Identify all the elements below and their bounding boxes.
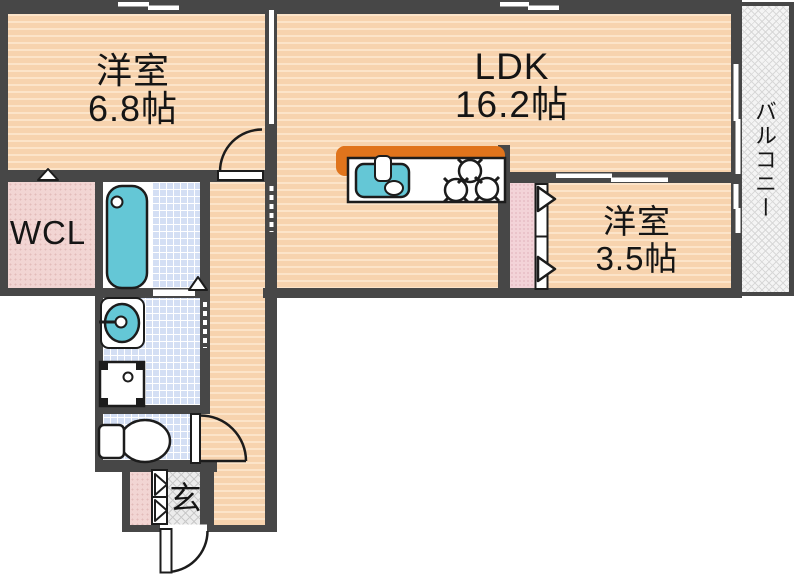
wall-toilet-south xyxy=(95,460,217,472)
wall-genkan-bottom-r xyxy=(206,525,275,532)
balcony-rail-top xyxy=(742,2,794,6)
wall-bottom-left xyxy=(0,288,98,296)
label-bedroom-small: 洋室 3.5帖 xyxy=(537,203,737,277)
room-bedroom-small-floor xyxy=(548,183,731,288)
wall-genkan-bottom-l xyxy=(122,525,162,532)
label-bedroom-main: 洋室 6.8帖 xyxy=(33,52,233,128)
ldk-size: 16.2帖 xyxy=(454,84,569,125)
label-balcony: バルコニー xyxy=(752,100,777,220)
wall-washroom2-right xyxy=(200,298,210,414)
label-ldk: LDK 16.2帖 xyxy=(412,48,612,124)
wall-top xyxy=(0,0,742,14)
entrance-door xyxy=(159,524,209,574)
bedroom-main-name: 洋室 xyxy=(95,50,170,91)
wall-left xyxy=(0,0,8,296)
washroom-upper-floor xyxy=(152,182,200,288)
toilet-room-floor xyxy=(103,414,191,460)
wall-bedroom-south xyxy=(0,170,265,182)
wall-washroom-divider xyxy=(95,288,210,298)
wcl-floor xyxy=(8,182,95,288)
label-wcl: WCL xyxy=(9,214,87,251)
wall-center-vertical xyxy=(265,0,277,532)
balcony-rail-right xyxy=(789,2,794,296)
wall-bath-left xyxy=(95,170,103,472)
room-bedroom-main-floor xyxy=(8,14,265,170)
wall-toilet-north xyxy=(95,405,210,414)
wall-kitchen-closet xyxy=(498,145,510,298)
wall-washroom1-right xyxy=(200,182,210,298)
wall-ldk-bedroom xyxy=(498,172,740,183)
label-genkan: 玄 xyxy=(169,480,203,516)
closet-floor xyxy=(510,183,535,290)
ldk-name: LDK xyxy=(474,46,550,87)
shoe-cabinet xyxy=(130,472,152,525)
balcony-floor xyxy=(742,6,789,292)
bedroom-main-size: 6.8帖 xyxy=(87,88,179,129)
washroom-lower-floor xyxy=(103,298,200,405)
bathroom-floor xyxy=(103,182,152,288)
wall-genkan-right xyxy=(200,468,214,525)
bedroom-small-size: 3.5帖 xyxy=(595,240,679,277)
bedroom-small-name: 洋室 xyxy=(603,203,671,240)
wall-genkan-left xyxy=(122,465,130,532)
balcony-rail-bottom xyxy=(742,292,794,296)
